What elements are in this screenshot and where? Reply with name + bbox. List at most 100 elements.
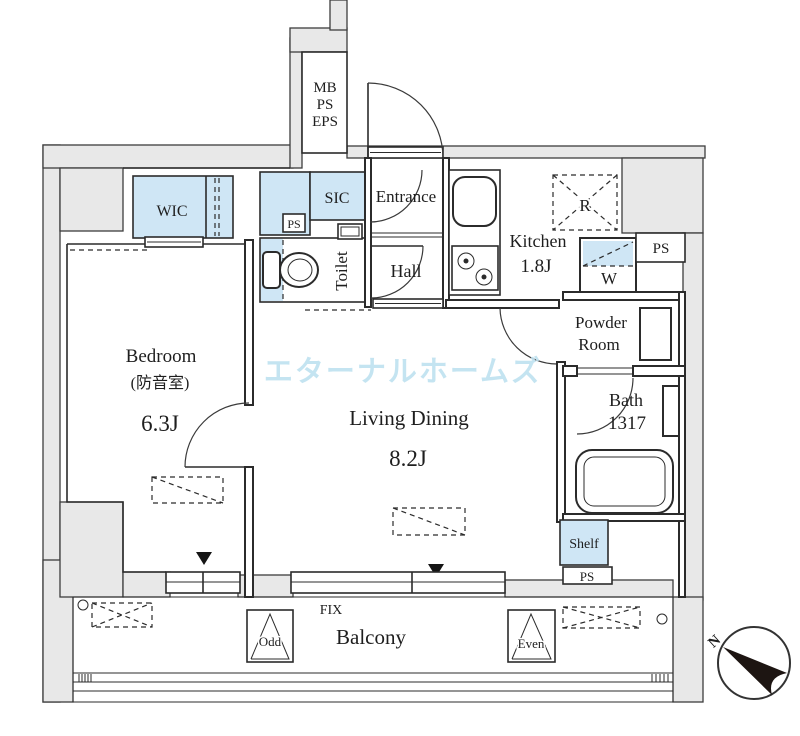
wic-room: WIC bbox=[132, 175, 234, 248]
hall-label: Hall bbox=[391, 261, 422, 281]
wall-powder-west bbox=[556, 361, 566, 523]
fix-label: FIX bbox=[320, 603, 343, 618]
shaft-box: MB PS EPS bbox=[301, 51, 348, 154]
entrance-label: Entrance bbox=[376, 187, 436, 206]
ps-box-shelf bbox=[562, 566, 613, 585]
entrance-hall: Entrance Hall bbox=[364, 157, 450, 309]
bath-door-swing bbox=[576, 377, 634, 435]
washer-label: W bbox=[601, 269, 618, 288]
powder-door-swing bbox=[499, 307, 558, 365]
bedroom-storage-dashed bbox=[151, 476, 224, 504]
wall-powder-east bbox=[678, 291, 686, 598]
wall-bedroom-east-upper bbox=[244, 239, 254, 406]
balcony-hatch-right bbox=[651, 674, 669, 682]
compass-needle bbox=[723, 647, 787, 695]
bathroom: Bath 1317 bbox=[562, 365, 686, 522]
bedroom-soundproof-label: (防音室) bbox=[131, 374, 190, 392]
wall-right-bottom bbox=[672, 596, 704, 703]
balcony-drain-left bbox=[77, 599, 89, 611]
kitchen: R Kitchen 1.8J bbox=[445, 169, 618, 365]
shelf-label: Shelf bbox=[569, 537, 599, 552]
ps-kitchen-label: PS bbox=[653, 241, 670, 257]
wall-bedroom-east-lower bbox=[244, 466, 254, 598]
kitchen-label: Kitchen bbox=[510, 231, 567, 251]
shaft-room bbox=[301, 51, 348, 154]
bedroom-label: Bedroom bbox=[126, 346, 197, 367]
stove-burner bbox=[457, 252, 475, 270]
bath-counter bbox=[662, 385, 680, 437]
wall-powder-north bbox=[562, 291, 686, 301]
balcony-hatch-left bbox=[78, 674, 92, 682]
balcony-floor bbox=[72, 596, 674, 703]
ps-box-kitchen bbox=[635, 232, 686, 263]
toilet-cistern bbox=[337, 223, 363, 240]
living-slider-arrow bbox=[428, 564, 444, 577]
wall-bedroom-step2 bbox=[122, 571, 171, 598]
bedroom-west-south-wall bbox=[66, 244, 166, 573]
powder-vanity bbox=[639, 307, 672, 361]
wall-entrance-east bbox=[442, 157, 450, 309]
wall-kitchen-south bbox=[445, 299, 560, 309]
entrance-inner-door-swing bbox=[369, 169, 423, 223]
balcony-unit-dashed-left bbox=[91, 602, 153, 628]
wall-top-left bbox=[42, 144, 294, 169]
powder-label-2: Room bbox=[578, 335, 620, 354]
shaft-wall-stub bbox=[329, 0, 348, 31]
bath-label: Bath bbox=[609, 390, 643, 410]
sic-toilet-block: SIC PS Toilet bbox=[123, 167, 371, 311]
sic-label: SIC bbox=[325, 190, 350, 207]
outer-walls bbox=[42, 0, 706, 703]
balcony-label: Balcony bbox=[336, 625, 406, 649]
kitchen-size: 1.8J bbox=[520, 256, 551, 277]
wall-bath-north-a bbox=[562, 365, 578, 377]
living-dining: エターナルホームズ Living Dining 8.2J bbox=[264, 354, 542, 536]
sic-room bbox=[309, 171, 366, 221]
laundry: W PS bbox=[579, 232, 686, 293]
front-door-swing bbox=[367, 82, 444, 159]
wall-corner-chunk bbox=[59, 167, 124, 232]
living-size: 8.2J bbox=[389, 446, 427, 471]
ps-box-toilet bbox=[282, 213, 306, 233]
kitchen-stove bbox=[451, 245, 499, 291]
bathtub bbox=[575, 449, 674, 514]
fridge-label: R bbox=[579, 196, 591, 215]
ps-shelf-label: PS bbox=[580, 569, 594, 584]
shaft-label-mb: MB bbox=[313, 80, 336, 96]
bedroom-size: 6.3J bbox=[141, 411, 179, 436]
toilet-bowl bbox=[279, 252, 319, 288]
front-door bbox=[367, 82, 444, 159]
shaft-label-eps: EPS bbox=[312, 114, 338, 130]
living-storage-dashed bbox=[392, 507, 466, 536]
watermark: エターナルホームズ bbox=[264, 354, 542, 388]
bedroom: Bedroom (防音室) 6.3J bbox=[66, 239, 254, 598]
odd-marker: Odd bbox=[246, 609, 294, 663]
wall-entrance-west bbox=[364, 157, 372, 308]
shelf bbox=[559, 519, 609, 566]
wall-bath-north-b bbox=[632, 365, 686, 377]
odd-label: Odd bbox=[259, 634, 282, 649]
toilet-tank bbox=[262, 251, 281, 289]
powder-label-1: Powder bbox=[575, 313, 627, 332]
ps-toilet-label: PS bbox=[287, 217, 300, 231]
wall-bath-south bbox=[562, 513, 686, 522]
living-label: Living Dining bbox=[349, 406, 469, 430]
even-label: Even bbox=[518, 636, 545, 651]
shaft-label-ps: PS bbox=[317, 97, 334, 113]
balcony-drain-right bbox=[656, 613, 668, 625]
compass: N bbox=[705, 626, 791, 700]
wall-bedroom-step bbox=[59, 501, 124, 598]
wall-right-block bbox=[621, 157, 704, 234]
toilet-label: Toilet bbox=[332, 251, 351, 291]
balcony-unit-dashed-right bbox=[562, 606, 641, 629]
kitchen-sink bbox=[452, 176, 497, 227]
bedroom-slider-arrow bbox=[196, 552, 212, 565]
balcony: Odd Even FIX Balcony bbox=[72, 596, 674, 703]
shaft-wall-top bbox=[289, 27, 348, 53]
bedroom-door-swing bbox=[184, 402, 250, 468]
shelf-block: Shelf PS bbox=[559, 519, 613, 585]
even-marker: Even bbox=[507, 609, 556, 663]
bath-size: 1317 bbox=[608, 413, 646, 434]
balcony-windows bbox=[165, 552, 506, 594]
